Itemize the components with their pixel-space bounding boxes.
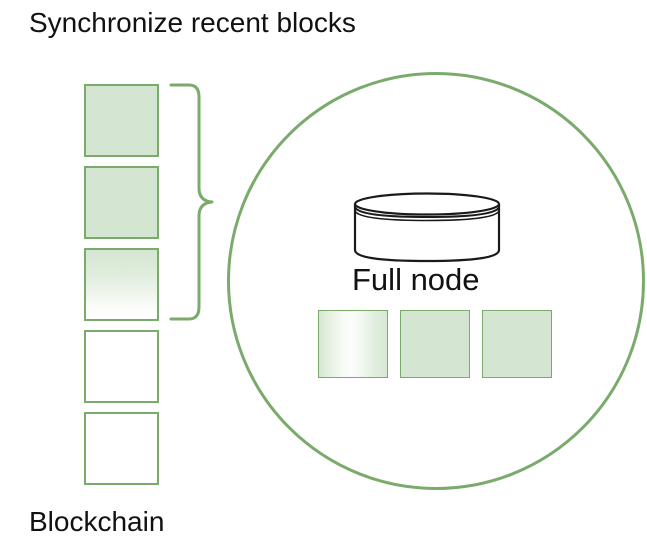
blockchain-block-4 <box>84 330 159 403</box>
node-block-3 <box>482 310 552 378</box>
curly-brace-svg <box>169 83 214 321</box>
blockchain-block-2 <box>84 166 159 239</box>
page-title: Synchronize recent blocks <box>29 7 356 38</box>
database-icon-svg <box>353 192 501 263</box>
blockchain-block-5 <box>84 412 159 485</box>
node-block-2 <box>400 310 470 378</box>
curly-brace-icon <box>165 78 219 326</box>
database-icon <box>352 192 502 264</box>
blockchain-block-1 <box>84 84 159 157</box>
full-node-circle <box>227 72 645 490</box>
full-node-label: Full node <box>352 262 480 297</box>
node-block-1 <box>318 310 388 378</box>
blockchain-label: Blockchain <box>29 506 165 537</box>
blockchain-block-3 <box>84 248 159 321</box>
